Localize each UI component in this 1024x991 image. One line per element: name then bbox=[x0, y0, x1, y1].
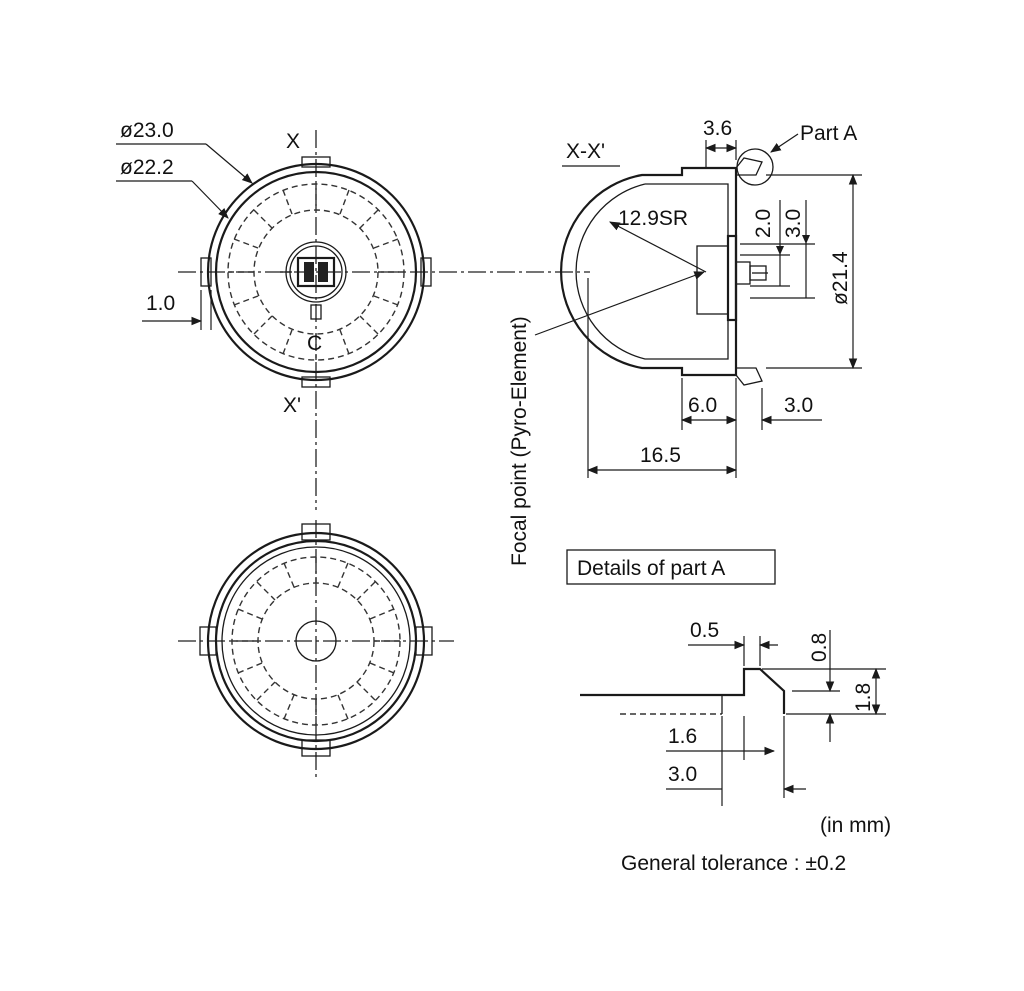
detail-a-title: Details of part A bbox=[577, 557, 725, 580]
dim-0-8-label: 0.8 bbox=[808, 633, 831, 662]
dim-2-0-arrow bbox=[776, 246, 784, 255]
front-tab-left bbox=[200, 257, 212, 287]
dim-0-5-label: 0.5 bbox=[690, 619, 719, 642]
back-outer-rim bbox=[206, 531, 426, 751]
dim-6-0-label: 6.0 bbox=[688, 394, 717, 417]
focal-point-leader bbox=[534, 271, 706, 336]
back-fresnel-segments bbox=[232, 557, 400, 725]
dim-3-0-arrow bbox=[802, 235, 810, 244]
front-fresnel-segments bbox=[228, 184, 404, 360]
back-tab-bottom bbox=[301, 739, 331, 757]
inner-diameter-label: ø22.2 bbox=[120, 156, 174, 179]
overall-length-label: 16.5 bbox=[640, 444, 681, 467]
sensor-body bbox=[696, 245, 729, 315]
dim-3-0-detail-label: 3.0 bbox=[668, 763, 697, 786]
back-center-hole bbox=[295, 620, 337, 662]
part-a-circle bbox=[736, 148, 774, 186]
dim-2-0-label: 2.0 bbox=[752, 209, 775, 238]
back-view bbox=[178, 520, 454, 778]
tolerance-note: General tolerance : ±0.2 bbox=[621, 852, 846, 875]
outer-diameter-label: ø23.0 bbox=[120, 119, 174, 142]
front-tab-right bbox=[420, 257, 432, 287]
pin-label: C bbox=[307, 332, 322, 355]
front-inner-rim bbox=[214, 170, 418, 374]
detail-a: Details of part A 0.5 0.8 1.8 1.6 3.0 bbox=[566, 549, 886, 806]
lens-radius-line bbox=[609, 221, 707, 273]
dim-3-0-vertical-label: 3.0 bbox=[782, 209, 805, 238]
section-mark-x-prime: X' bbox=[283, 394, 301, 417]
detail-a-title-box bbox=[566, 549, 776, 585]
section-title: X-X' bbox=[566, 140, 605, 163]
section-view: X-X' Part A 3.6 12.9SR bbox=[508, 117, 862, 566]
dome-outer bbox=[559, 166, 738, 377]
front-view: C X X' ø23.0 ø22.2 1.0 bbox=[116, 119, 590, 510]
units-note: (in mm) bbox=[820, 814, 891, 837]
outer-diameter-leader bbox=[205, 143, 253, 184]
back-tab-top bbox=[301, 523, 331, 541]
detail-a-profile bbox=[580, 667, 786, 714]
front-tab-top bbox=[301, 156, 331, 168]
sensor-flange bbox=[726, 234, 738, 322]
dim-1-6-label: 1.6 bbox=[668, 725, 697, 748]
tab-width-label: 3.6 bbox=[703, 117, 732, 140]
part-a-label: Part A bbox=[800, 122, 857, 145]
front-tab-bottom bbox=[301, 376, 331, 388]
pyro-sensor-window bbox=[280, 241, 347, 303]
part-a-leader bbox=[770, 133, 799, 153]
section-tab-bottom bbox=[735, 367, 763, 386]
back-tab-right bbox=[415, 626, 433, 656]
front-outer-rim bbox=[206, 162, 426, 382]
focal-point-label: Focal point (Pyro-Element) bbox=[508, 316, 531, 566]
flange-width-label: 1.0 bbox=[146, 292, 175, 315]
inner-diameter-leader bbox=[191, 180, 229, 219]
sensor-cap bbox=[735, 261, 751, 285]
back-inner-ring bbox=[221, 546, 411, 736]
dim-3-0-horizontal-label: 3.0 bbox=[784, 394, 813, 417]
dome-inner bbox=[575, 183, 729, 360]
body-diameter-label: ø21.4 bbox=[829, 251, 852, 305]
lens-radius-label: 12.9SR bbox=[618, 207, 688, 230]
dim-1-8-label: 1.8 bbox=[852, 683, 875, 712]
back-tab-left bbox=[199, 626, 217, 656]
section-mark-x: X bbox=[286, 130, 300, 153]
section-tab-top bbox=[735, 157, 763, 176]
pin-mark bbox=[310, 304, 322, 320]
